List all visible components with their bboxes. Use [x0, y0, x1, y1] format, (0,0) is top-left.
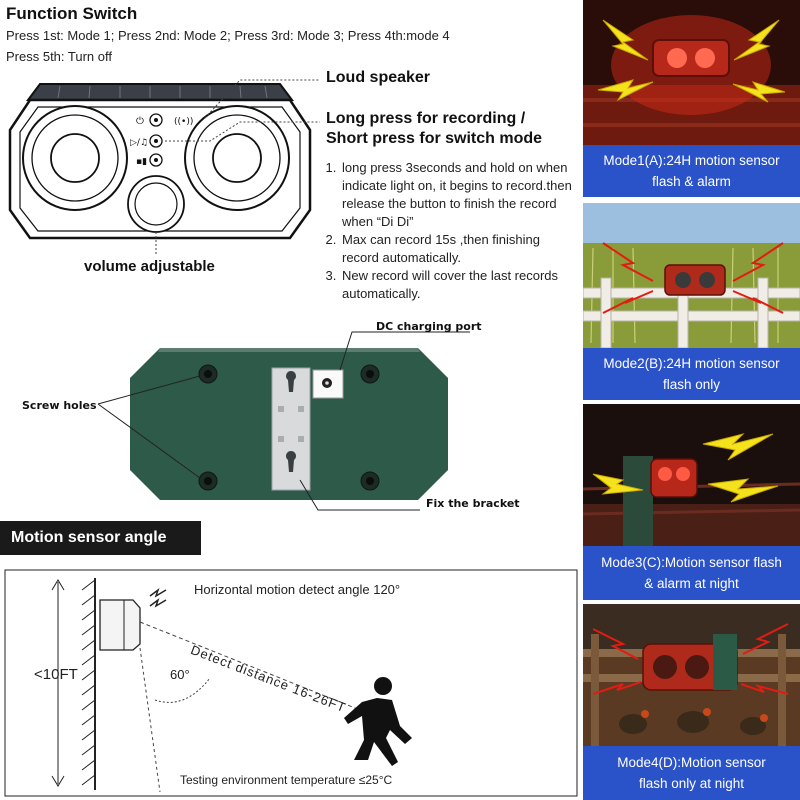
horizontal-angle-label: Horizontal motion detect angle 120° — [194, 582, 401, 597]
mode1-photo — [583, 0, 800, 145]
mode3-subtitle: & alarm at night — [644, 576, 739, 591]
volume-label: volume adjustable — [84, 258, 215, 275]
motion-diagram — [4, 569, 578, 797]
mode-panel-4: Mode4(D):Motion sensor flash only at nig… — [583, 604, 800, 800]
fix-bracket-label: Fix the bracket — [426, 497, 520, 510]
mode3-photo — [583, 404, 800, 546]
record-step: Max can record 15s ,then finishing recor… — [340, 231, 574, 267]
device-front-illustration: ⏻ ▷/♫ ▪▮ ((•)) — [8, 79, 320, 255]
record-steps: long press 3seconds and hold on when ind… — [324, 159, 574, 303]
dc-port-label: DC charging port — [376, 320, 482, 333]
temperature-label: Testing environment temperature ≤25°C — [180, 773, 393, 787]
long-press-label-2: Short press for switch mode — [326, 130, 543, 147]
screw-holes-label: Screw holes — [22, 399, 97, 412]
svg-text:⏻: ⏻ — [136, 116, 144, 127]
mode-panel-2: Mode2(B):24H motion sensor flash only — [583, 203, 800, 400]
function-switch-line1: Press 1st: Mode 1; Press 2nd: Mode 2; Pr… — [6, 28, 450, 43]
height-label: <10FT — [34, 666, 78, 683]
mode2-photo — [583, 203, 800, 348]
mode1-caption: Mode1(A):24H motion sensor flash & alarm — [583, 145, 800, 197]
device-back-illustration — [97, 331, 470, 511]
motion-sensor-banner: Motion sensor angle — [0, 521, 201, 555]
mode3-caption: Mode3(C):Motion sensor flash & alarm at … — [583, 546, 800, 600]
mode4-caption: Mode4(D):Motion sensor flash only at nig… — [583, 746, 800, 800]
long-press-label-1: Long press for recording / — [326, 110, 526, 127]
record-step: New record will cover the last records a… — [340, 267, 574, 303]
mode4-photo — [583, 604, 800, 746]
mode1-subtitle: flash & alarm — [652, 174, 731, 189]
angle-60-label: 60° — [170, 667, 190, 682]
loud-speaker-label: Loud speaker — [326, 69, 431, 86]
mode4-title: Mode4(D):Motion sensor — [617, 755, 766, 770]
mode3-title: Mode3(C):Motion sensor flash — [601, 555, 782, 570]
mode2-caption: Mode2(B):24H motion sensor flash only — [583, 348, 800, 400]
svg-text:▷/♫: ▷/♫ — [130, 138, 148, 148]
function-switch-title: Function Switch — [6, 4, 138, 23]
mode-panel-3: Mode3(C):Motion sensor flash & alarm at … — [583, 404, 800, 600]
mode2-subtitle: flash only — [662, 377, 721, 392]
mode2-title: Mode2(B):24H motion sensor — [603, 356, 780, 371]
record-step: long press 3seconds and hold on when ind… — [340, 159, 574, 231]
svg-text:▪▮: ▪▮ — [136, 157, 147, 167]
mode1-title: Mode1(A):24H motion sensor — [603, 153, 780, 168]
function-switch-line2: Press 5th: Turn off — [6, 49, 112, 64]
svg-text:((•)): ((•)) — [174, 117, 193, 127]
mode-panel-1: Mode1(A):24H motion sensor flash & alarm — [583, 0, 800, 197]
mode4-subtitle: flash only at night — [638, 776, 745, 791]
